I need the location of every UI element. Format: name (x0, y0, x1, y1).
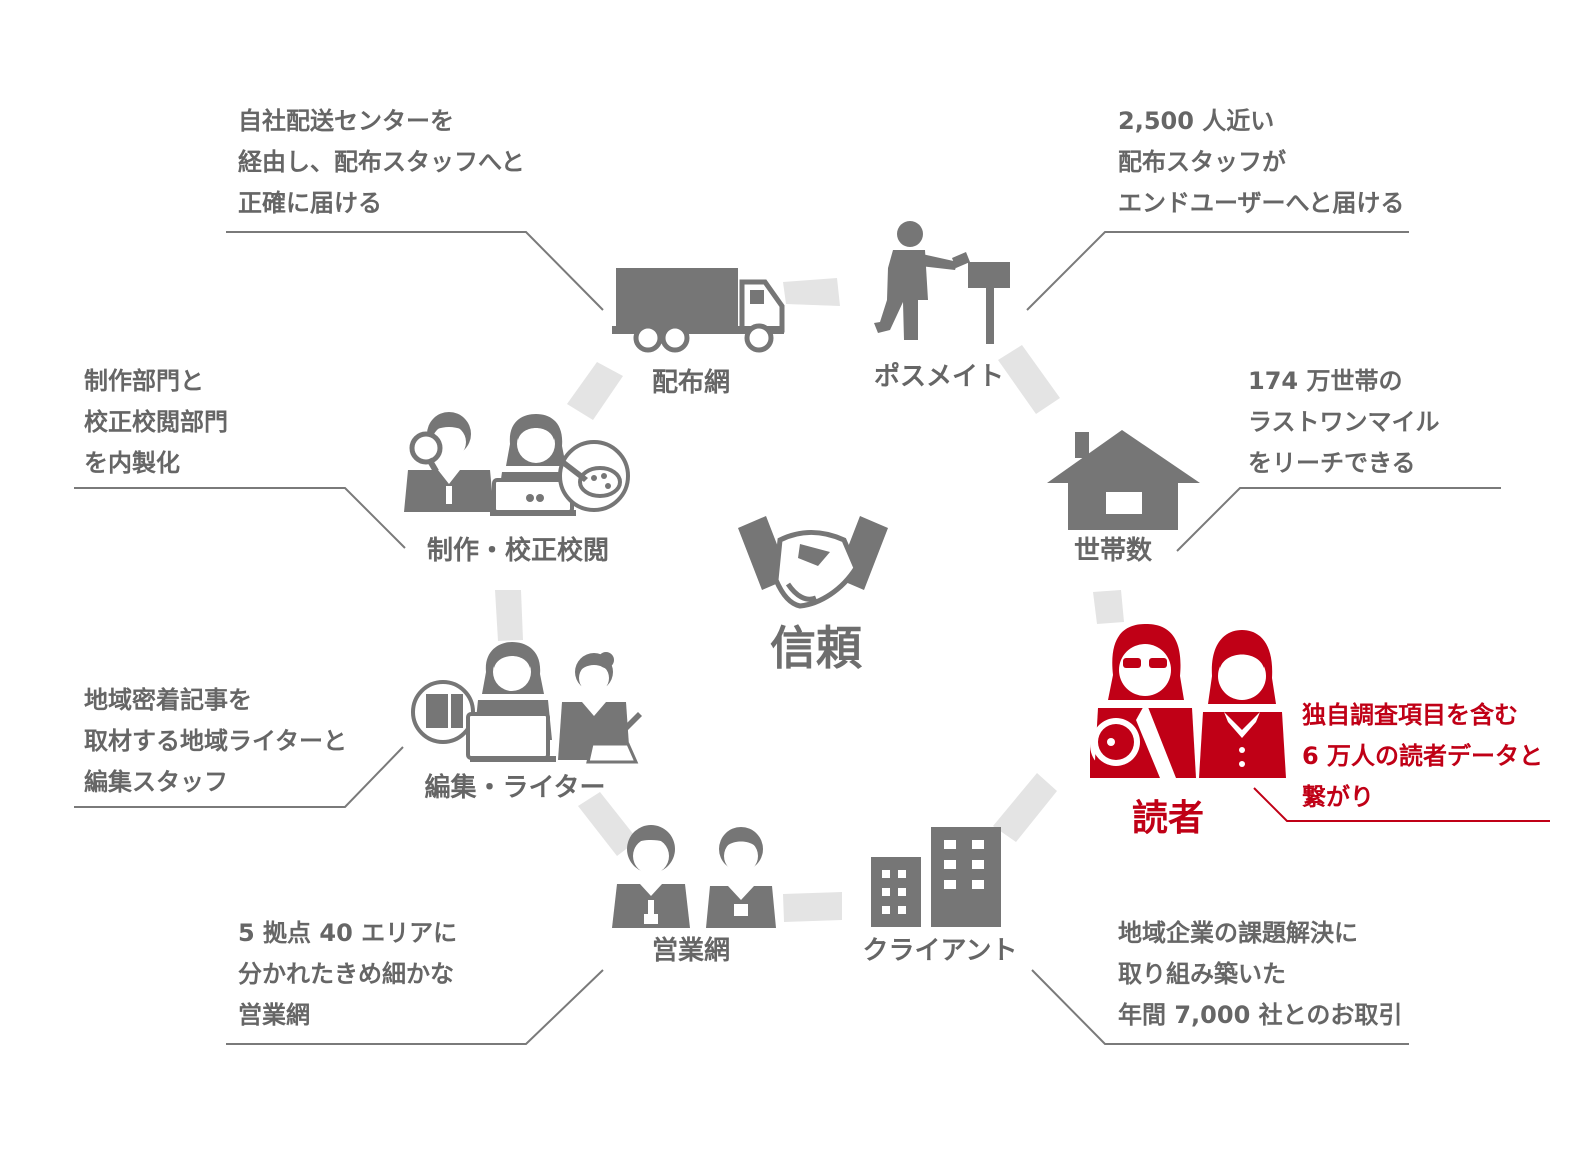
node-label-distribution: 配布網 (651, 368, 731, 398)
connector-production-truck (567, 362, 623, 420)
node-label-households: 世帯数 (1073, 536, 1153, 566)
truck-icon (612, 268, 785, 353)
sales-staff-icon (612, 825, 776, 928)
leader-readers (1253, 787, 1550, 822)
center-label-trust: 信頼 (770, 621, 862, 675)
buildings-icon (871, 827, 1001, 927)
production-proofreading-icon (404, 412, 630, 516)
node-label-posmate: ポスメイト (873, 362, 1005, 392)
connector-house-readers (1093, 590, 1124, 624)
node-label-production: 制作・校正校閲 (426, 536, 610, 566)
readers-family-icon (1090, 624, 1286, 778)
mail-carrier-icon (874, 221, 1010, 344)
leader-client (1031, 969, 1409, 1045)
ring-connectors (495, 278, 1124, 922)
connector-editing-production (495, 590, 523, 641)
description-editing: 地域密着記事を 取材する地域ライターと 編集スタッフ (84, 686, 348, 796)
connector-readers-client (993, 773, 1057, 842)
leader-editing (74, 746, 404, 808)
description-readers: 独自調査項目を含む 6 万人の読者データと 繋がり (1302, 701, 1544, 811)
node-label-client: クライアント (862, 936, 1018, 966)
leader-distribution (226, 231, 604, 311)
node-label-editing: 編集・ライター (424, 773, 606, 803)
connector-client-sales (783, 892, 842, 922)
leader-lines (74, 231, 1550, 1045)
connector-sales-editing (578, 792, 638, 856)
description-distribution: 自社配送センターを 経由し、配布スタッフへと 正確に届ける (238, 107, 525, 217)
leader-sales (226, 969, 604, 1045)
editors-writers-icon (411, 642, 642, 764)
connector-truck-posmate (783, 278, 840, 306)
description-sales: 5 拠点 40 エリアに 分かれたきめ細かな 営業網 (238, 919, 458, 1029)
connector-posmate-house (998, 345, 1060, 414)
description-households: 174 万世帯の ラストワンマイル をリーチできる (1248, 367, 1440, 477)
description-production: 制作部門と 校正校閲部門 を内製化 (84, 367, 228, 477)
leader-households (1176, 487, 1501, 552)
node-label-readers: 読者 (1131, 798, 1205, 839)
description-client: 地域企業の課題解決に 取り組み築いた 年間 7,000 社とのお取引 (1118, 919, 1403, 1029)
leader-production (74, 487, 406, 549)
description-posmate: 2,500 人近い 配布スタッフが エンドユーザーへと届ける (1118, 107, 1405, 217)
node-label-sales: 営業網 (651, 936, 731, 966)
house-icon (1047, 430, 1200, 530)
handshake-icon (738, 516, 888, 609)
leader-posmate (1026, 231, 1409, 311)
